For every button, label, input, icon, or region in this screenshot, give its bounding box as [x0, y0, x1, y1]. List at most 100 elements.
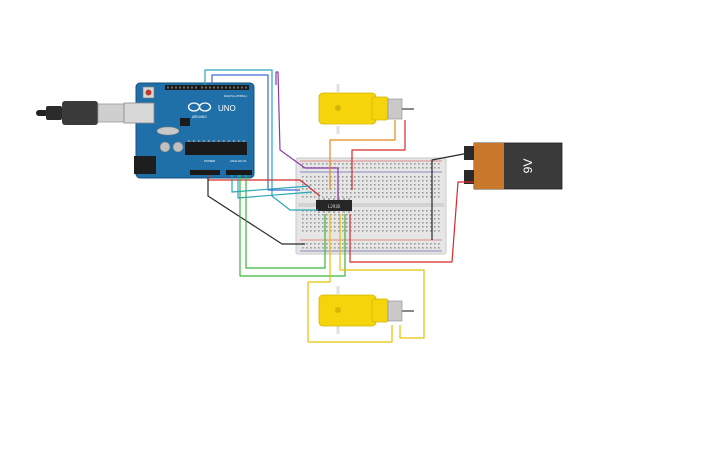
breadboard-hole	[390, 188, 392, 190]
breadboard-hole	[374, 180, 376, 182]
breadboard-hole	[438, 226, 440, 228]
breadboard-hole	[406, 167, 408, 169]
breadboard-hole	[342, 192, 344, 194]
breadboard-hole	[438, 243, 440, 245]
breadboard-hole	[402, 176, 404, 178]
breadboard-hole	[382, 210, 384, 212]
breadboard-hole	[382, 167, 384, 169]
breadboard-hole	[358, 167, 360, 169]
breadboard-hole	[374, 184, 376, 186]
breadboard-hole	[342, 180, 344, 182]
wire-purple[interactable]	[275, 71, 339, 200]
breadboard-hole	[398, 184, 400, 186]
dc-motor-top[interactable]	[318, 84, 414, 134]
breadboard-hole	[438, 184, 440, 186]
breadboard-hole	[426, 230, 428, 232]
breadboard-hole	[422, 176, 424, 178]
power-header[interactable]	[190, 170, 220, 175]
wire-red-battery[interactable]	[349, 181, 474, 263]
breadboard-hole	[322, 176, 324, 178]
breadboard-hole	[334, 180, 336, 182]
analog-label: ANALOG IN	[230, 159, 246, 163]
breadboard-hole	[322, 218, 324, 220]
breadboard-hole	[426, 188, 428, 190]
breadboard-hole	[314, 247, 316, 249]
battery-9v[interactable]: 9V	[464, 142, 563, 190]
battery-terminal-negative	[464, 170, 474, 184]
breadboard-hole	[402, 222, 404, 224]
breadboard-hole	[434, 192, 436, 194]
breadboard-hole	[358, 163, 360, 165]
breadboard-hole	[370, 196, 372, 198]
breadboard-hole	[394, 214, 396, 216]
breadboard-hole	[394, 196, 396, 198]
breadboard-hole	[386, 222, 388, 224]
wire-cyan-2[interactable]	[237, 175, 313, 199]
wire-green-2[interactable]	[245, 175, 326, 269]
breadboard-hole	[434, 247, 436, 249]
breadboard-hole	[366, 163, 368, 165]
breadboard-hole	[402, 196, 404, 198]
breadboard-hole	[362, 180, 364, 182]
breadboard-hole	[362, 196, 364, 198]
breadboard-hole	[430, 180, 432, 182]
wire-yellow-1[interactable]	[307, 214, 393, 343]
breadboard-hole	[302, 184, 304, 186]
wire-cyan-1[interactable]	[231, 175, 311, 193]
breadboard-hole	[310, 230, 312, 232]
breadboard-hole	[358, 192, 360, 194]
breadboard-hole	[306, 247, 308, 249]
breadboard-hole	[434, 163, 436, 165]
usb-cable[interactable]	[36, 101, 125, 125]
breadboard-hole	[382, 226, 384, 228]
motor-driver-chip[interactable]: L293D	[316, 198, 352, 213]
breadboard-hole	[378, 188, 380, 190]
breadboard-hole	[426, 218, 428, 220]
breadboard-hole	[410, 230, 412, 232]
breadboard[interactable]	[295, 157, 447, 255]
wire-orange[interactable]	[329, 120, 396, 190]
breadboard-hole	[326, 247, 328, 249]
breadboard-hole	[418, 180, 420, 182]
breadboard-hole	[414, 192, 416, 194]
analog-header[interactable]	[226, 170, 252, 175]
breadboard-hole	[394, 192, 396, 194]
breadboard-hole	[422, 230, 424, 232]
breadboard-hole	[378, 196, 380, 198]
breadboard-hole	[334, 230, 336, 232]
wire-yellow-2[interactable]	[339, 214, 425, 339]
breadboard-hole	[430, 196, 432, 198]
breadboard-hole	[362, 226, 364, 228]
breadboard-hole	[314, 210, 316, 212]
breadboard-hole	[398, 180, 400, 182]
breadboard-hole	[330, 226, 332, 228]
breadboard-hole	[358, 222, 360, 224]
breadboard-hole	[322, 188, 324, 190]
wire-teal-top[interactable]	[204, 69, 318, 211]
wire-black-gnd[interactable]	[207, 178, 305, 245]
breadboard-hole	[334, 247, 336, 249]
breadboard-hole	[306, 214, 308, 216]
breadboard-hole	[390, 247, 392, 249]
breadboard-hole	[414, 230, 416, 232]
dc-motor-bottom[interactable]	[318, 286, 414, 334]
breadboard-hole	[314, 226, 316, 228]
breadboard-hole	[350, 176, 352, 178]
wire-red-arduino[interactable]	[207, 175, 321, 197]
wire-black-battery[interactable]	[431, 151, 475, 240]
breadboard-hole	[358, 243, 360, 245]
breadboard-hole	[414, 214, 416, 216]
breadboard-hole	[314, 184, 316, 186]
breadboard-hole	[394, 210, 396, 212]
wire-blue[interactable]	[211, 74, 300, 191]
breadboard-hole	[362, 176, 364, 178]
breadboard-hole	[430, 184, 432, 186]
battery-label: 9V	[521, 159, 535, 174]
breadboard-hole	[394, 230, 396, 232]
arduino-board[interactable]: UNO ARDUINO DIGITAL (PWM~) POWER ANALOG …	[123, 82, 255, 179]
wire-red-motor1[interactable]	[351, 120, 406, 190]
wire-green-1[interactable]	[239, 175, 346, 277]
breadboard-hole	[378, 226, 380, 228]
breadboard-hole	[434, 210, 436, 212]
